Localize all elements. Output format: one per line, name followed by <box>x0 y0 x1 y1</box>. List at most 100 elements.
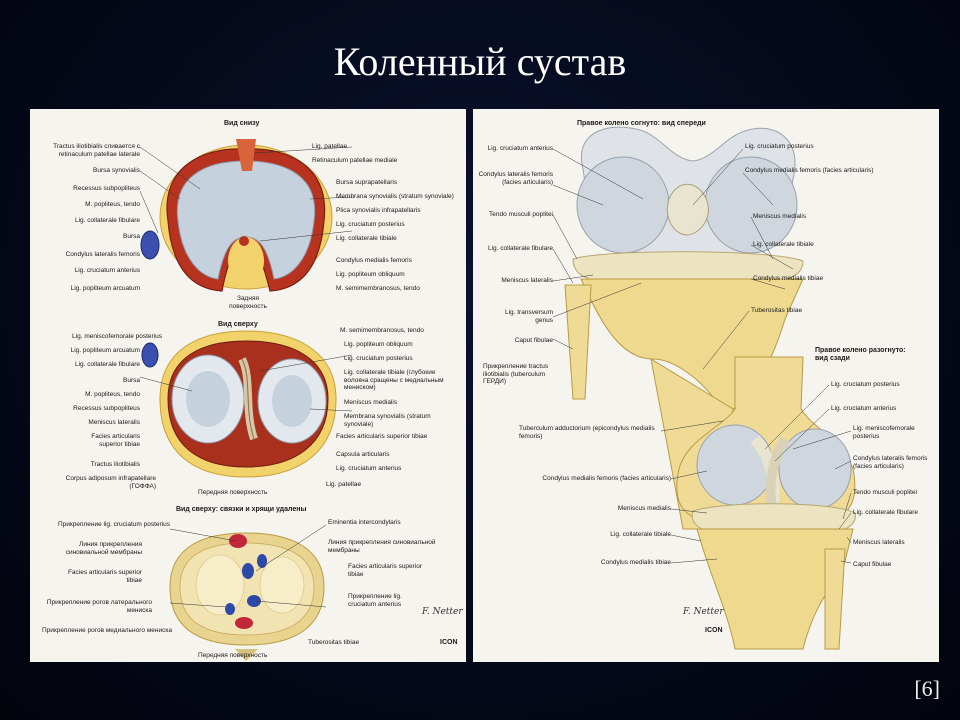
label-e-lig-collaterale-tibiale: Lig. collaterale tibiale <box>610 531 671 538</box>
inferior-view-illustration <box>140 139 333 292</box>
label-facies-articularis-c-left: Facies articularis superior tibiae <box>67 569 142 584</box>
label-lig-collaterale-tibiale-b: Lig. collaterale tibiale (глубокие волок… <box>344 369 444 391</box>
extended-knee-heading: Правое колено разогнуто: вид сзади <box>815 347 906 362</box>
slide-title: Коленный сустав <box>333 39 627 84</box>
label-d-lig-cruciatum-posterius: Lig. cruciatum posterius <box>745 143 814 150</box>
label-lig-cruciatum-posterius: Lig. cruciatum posterius <box>336 221 405 228</box>
label-d-lig-cruciatum-anterius: Lig. cruciatum anterius <box>487 145 553 152</box>
flexed-knee-heading: Правое колено согнуто: вид спереди <box>577 120 706 127</box>
label-e-lig-cruciatum-posterius: Lig. cruciatum posterius <box>831 381 900 388</box>
inferior-view-heading: Вид снизу <box>224 120 260 127</box>
label-e-condylus-lateralis-femoris: Condylus lateralis femoris (facies artic… <box>853 455 928 470</box>
label-lig-popliteum-arcuatum: Lig. popliteum arcuatum <box>70 285 140 292</box>
label-lig-meniscofemorale-posterius: Lig. meniscofemorale posterius <box>72 333 162 340</box>
label-d-tuberositas-tibiae: Tuberositas tibiae <box>751 307 803 314</box>
label-attachment-pcl: Прикрепление lig. cruciatum posterius <box>57 521 170 528</box>
label-lig-collaterale-fibulare-b: Lig. collaterale fibulare <box>74 361 140 368</box>
label-d-tendo-musculi-poplitei: Tendo musculi poplitei <box>489 211 553 218</box>
label-bursa-b: Bursa <box>123 377 140 384</box>
label-eminentia-intercondylaris: Eminentia intercondylaris <box>328 519 401 526</box>
slide-reference-number: [6] <box>914 676 940 701</box>
label-bursa-suprapatellaris: Bursa suprapatellaris <box>336 179 398 186</box>
label-corpus-adiposum: Corpus adiposum infrapatellare (ГОФФА) <box>65 475 156 490</box>
label-tractus-iliotibialis-b: Tractus iliotibialis <box>90 461 140 468</box>
label-lig-cruciatum-anterius: Lig. cruciatum anterius <box>74 267 140 274</box>
label-lig-patellae: Lig. patellae <box>312 143 348 150</box>
label-facies-articularis-superior-b: Facies articularis superior tibiae <box>336 433 428 440</box>
label-lig-collaterale-tibiale: Lig. collaterale tibiale <box>336 235 397 242</box>
label-e-caput-fibulae: Caput fibulae <box>853 561 892 568</box>
label-facies-articularis-b: Facies articularis superior tibiae <box>91 433 140 448</box>
publisher-logo-left: ICON <box>440 639 458 646</box>
superior-view-illustration <box>141 330 337 478</box>
label-lig-collaterale-fibulare: Lig. collaterale fibulare <box>74 217 140 224</box>
label-e-condylus-medialis-tibiae: Condylus medialis tibiae <box>600 559 671 566</box>
left-plate-leader-lines <box>139 146 353 608</box>
label-lateral-meniscus-horns: Прикрепление рогов латерального мениска <box>46 599 152 614</box>
label-m-semimembranosus-tendo-b: M. semimembranosus, tendo <box>340 327 424 334</box>
superior-view-heading: Вид сверху <box>218 321 258 328</box>
label-m-popliteus-tendo-b: M. popliteus, tendo <box>85 391 140 398</box>
label-e-meniscus-medialis: Meniscus medialis <box>617 505 671 512</box>
label-e-condylus-medialis-femoris: Condylus medialis femoris (facies articu… <box>542 475 671 482</box>
left-plate-illustrations <box>139 139 353 661</box>
label-e-lig-cruciatum-anterius: Lig. cruciatum anterius <box>831 405 897 412</box>
label-d-condylus-medialis-femoris: Condylus medialis femoris (facies articu… <box>745 167 874 174</box>
bare-plateau-illustration <box>169 532 325 661</box>
label-attachment-acl: Прикрепление lig. cruciatum anterius <box>348 593 402 608</box>
extended-knee-posterior-illustration <box>676 356 856 650</box>
artist-signature-left: F. Netter <box>422 607 463 617</box>
label-membrana-synovialis-b: Membrana synovialis (stratum synoviale) <box>344 413 431 428</box>
anterior-surface-label-b: Передняя поверхность <box>198 489 268 496</box>
label-d-lig-transversum-genus: Lig. transversum genus <box>504 309 553 324</box>
artist-signature-right: F. Netter <box>683 607 724 617</box>
posterior-surface-label: Задняя поверхность <box>229 295 267 310</box>
plate-right-knee-views: Правое колено согнуто: вид спереди Lig. … <box>473 109 939 662</box>
label-m-popliteus-tendo: M. popliteus, tendo <box>85 201 140 208</box>
publisher-logo-right: ICON <box>705 627 723 634</box>
label-recessus-subpopliteus-b: Recessus subpopliteus <box>73 405 140 412</box>
right-plate-leader-lines <box>552 148 852 564</box>
label-e-lig-meniscofemorale-posterius: Lig. meniscofemorale posterius <box>853 425 915 440</box>
label-recessus-subpopliteus: Recessus subpopliteus <box>73 185 140 192</box>
label-medial-meniscus-horns: Прикрепление рогов медиального мениска <box>41 627 172 634</box>
label-lig-cruciatum-posterius-b: Lig. cruciatum posterius <box>344 355 413 362</box>
label-lig-popliteum-obliquum-b: Lig. popliteum obliquum <box>344 341 413 348</box>
label-d-meniscus-medialis: Meniscus medialis <box>753 213 807 220</box>
label-e-lig-collaterale-fibulare: Lig. collaterale fibulare <box>853 509 919 516</box>
label-tuberositas-tibiae-c: Tuberositas tibiae <box>308 639 360 646</box>
label-m-semimembranosus-tendo: M. semimembranosus, tendo <box>336 285 420 292</box>
anterior-surface-label-c: Передняя поверхность <box>198 652 268 659</box>
label-condylus-lateralis-femoris: Condylus lateralis femoris <box>65 251 140 258</box>
label-condylus-medialis-femoris: Condylus medialis femoris <box>336 257 412 264</box>
label-meniscus-medialis-b: Meniscus medialis <box>344 399 398 406</box>
label-bursa: Bursa <box>123 233 140 240</box>
label-d-meniscus-lateralis: Meniscus lateralis <box>501 277 553 284</box>
label-d-caput-fibulae: Caput fibulae <box>514 337 553 344</box>
label-lig-popliteum-arcuatum-b: Lig. popliteum arcuatum <box>70 347 140 354</box>
label-synovial-line-right: Линия прикрепления синовиальной мембраны <box>328 539 436 554</box>
label-lig-patellae-b: Lig. patellae <box>326 481 362 488</box>
label-capsula-articularis: Capsula articularis <box>336 451 390 458</box>
label-facies-articularis-c-right: Facies articularis superior tibiae <box>348 563 423 578</box>
label-d-condylus-medialis-tibiae: Condylus medialis tibiae <box>753 275 824 282</box>
label-tractus-iliotibialis: Tractus iliotibialis сливается с retinac… <box>53 143 140 158</box>
label-bursa-synovialis: Bursa synovialis <box>93 167 140 174</box>
label-d-lig-collaterale-fibulare: Lig. collaterale fibulare <box>487 245 553 252</box>
label-d-tractus-iliotibialis-attachment: Прикрепление tractus iliotibialis (tuber… <box>483 363 549 385</box>
label-retinaculum-patellae-mediale: Retinaculum patellae mediale <box>312 157 398 164</box>
label-meniscus-lateralis-b: Meniscus lateralis <box>88 419 140 426</box>
label-plica-synovialis-infrapatellaris: Plica synovialis infrapatellaris <box>336 207 421 214</box>
label-membrana-synovialis: Membrana synovialis (stratum synoviale) <box>336 193 454 200</box>
label-e-tendo-musculi-poplitei: Tendo musculi poplitei <box>853 489 917 496</box>
label-lig-popliteum-obliquum: Lig. popliteum obliquum <box>336 271 405 278</box>
label-synovial-line-left: Линия прикрепления синовиальной мембраны <box>65 541 142 556</box>
label-e-meniscus-lateralis: Meniscus lateralis <box>853 539 905 546</box>
right-plate-illustrations <box>552 126 856 650</box>
plate-left-knee-sections: Вид снизу Tractus iliotibialis сливается… <box>30 109 466 662</box>
label-d-lig-collaterale-tibiale: Lig. collaterale tibiale <box>753 241 814 248</box>
label-e-tuberculum-adductorium: Tuberculum adductorium (epicondylus medi… <box>519 425 655 440</box>
label-lig-cruciatum-anterius-b: Lig. cruciatum anterius <box>336 465 402 472</box>
bare-plateau-heading: Вид сверху: связки и хрящи удалены <box>176 506 307 513</box>
label-d-condylus-lateralis-femoris: Condylus lateralis femoris (facies artic… <box>478 171 553 186</box>
